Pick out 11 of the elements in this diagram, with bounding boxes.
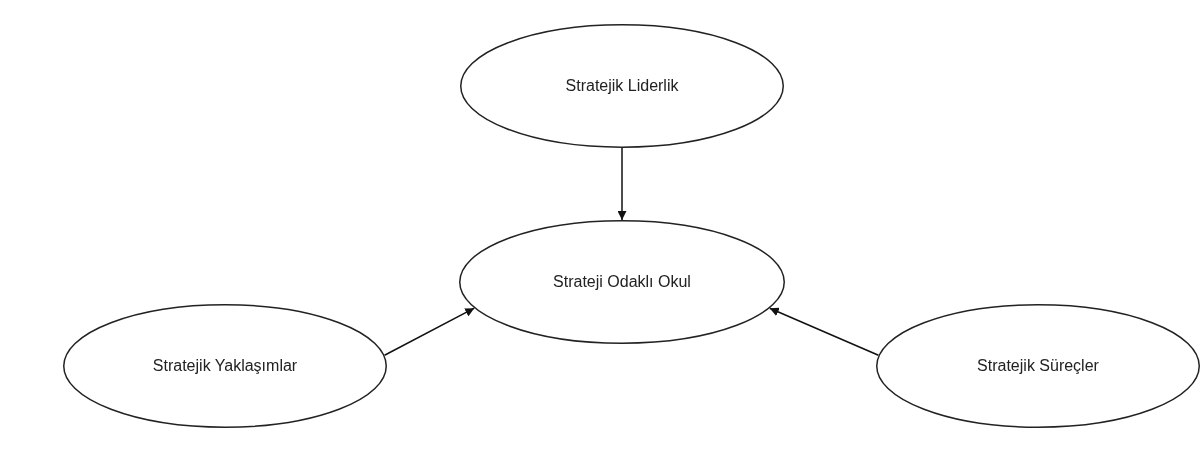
arrow (769, 307, 880, 356)
ellipse-node (63, 304, 387, 428)
ellipse-node (459, 220, 785, 344)
node-label: Stratejik Liderlik (564, 77, 680, 95)
node-label: Strateji Odaklı Okul (552, 273, 692, 291)
ellipse-node (460, 24, 784, 148)
ellipse-node (876, 304, 1200, 428)
node-label: Stratejik Süreçler (976, 357, 1100, 375)
node-label: Stratejik Yaklaşımlar (151, 357, 299, 375)
arrow (617, 147, 627, 221)
arrow (383, 307, 475, 356)
